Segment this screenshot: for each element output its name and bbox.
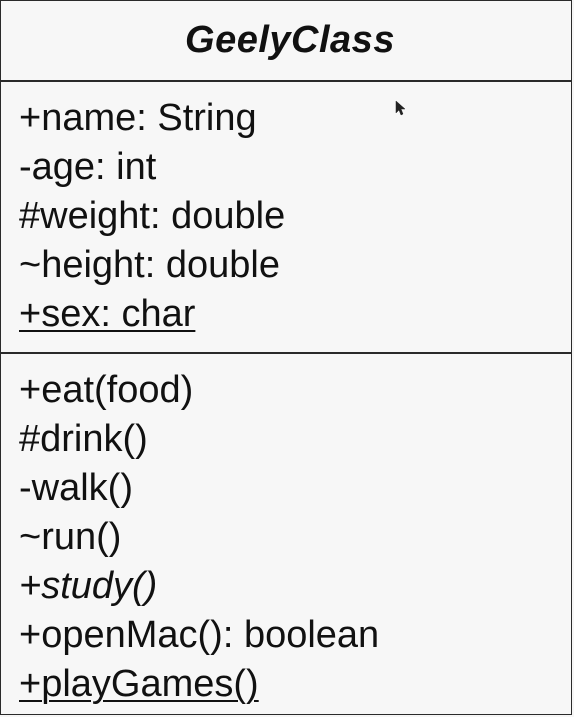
attribute-height: ~height: double — [19, 244, 280, 286]
operation-openmac: +openMac(): boolean — [19, 614, 380, 656]
attributes-compartment: +name: String -age: int #weight: double … — [1, 82, 571, 354]
operation-drink: #drink() — [19, 418, 148, 460]
mouse-pointer-icon — [395, 100, 405, 116]
operations-compartment: +eat(food) #drink() -walk() ~run() +stud… — [1, 354, 571, 716]
attribute-name: +name: String — [19, 97, 257, 139]
attribute-sex: +sex: char — [19, 293, 196, 335]
operation-playgames: +playGames() — [19, 663, 259, 705]
operation-run: ~run() — [19, 516, 122, 558]
attribute-weight: #weight: double — [19, 195, 286, 237]
class-name-compartment: GeelyClass — [1, 1, 571, 82]
class-name: GeelyClass — [185, 19, 395, 61]
attribute-age: -age: int — [19, 146, 157, 188]
operation-study: +study() — [19, 565, 158, 607]
operation-walk: -walk() — [19, 467, 133, 509]
operation-eat: +eat(food) — [19, 369, 194, 411]
